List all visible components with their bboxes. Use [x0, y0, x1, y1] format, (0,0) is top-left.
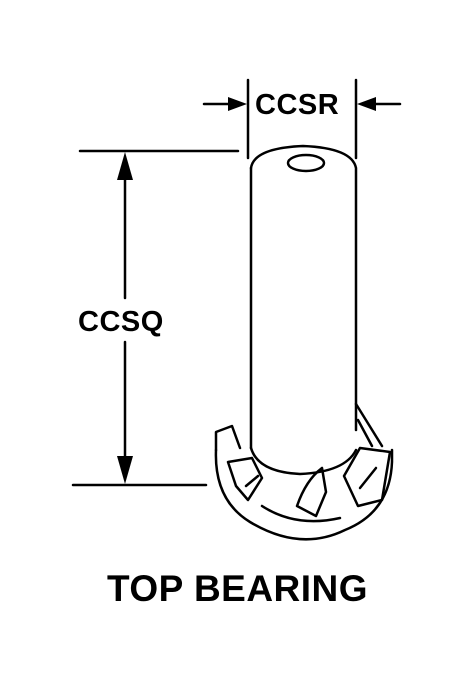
width-dimension-label: CCSR — [255, 89, 340, 121]
length-dimension-label: CCSQ — [78, 306, 164, 338]
pin-top-hole — [286, 153, 326, 173]
width-arrow-left-head — [228, 97, 247, 111]
width-dimension — [202, 78, 402, 160]
retaining-clip — [214, 402, 394, 541]
part-caption: TOP BEARING — [106, 568, 369, 609]
width-arrow-right-head — [357, 97, 376, 111]
length-dimension — [71, 149, 240, 487]
bearing-pin — [249, 144, 358, 476]
length-arrow-bottom-head — [117, 456, 133, 484]
length-arrow-top-head — [117, 152, 133, 180]
